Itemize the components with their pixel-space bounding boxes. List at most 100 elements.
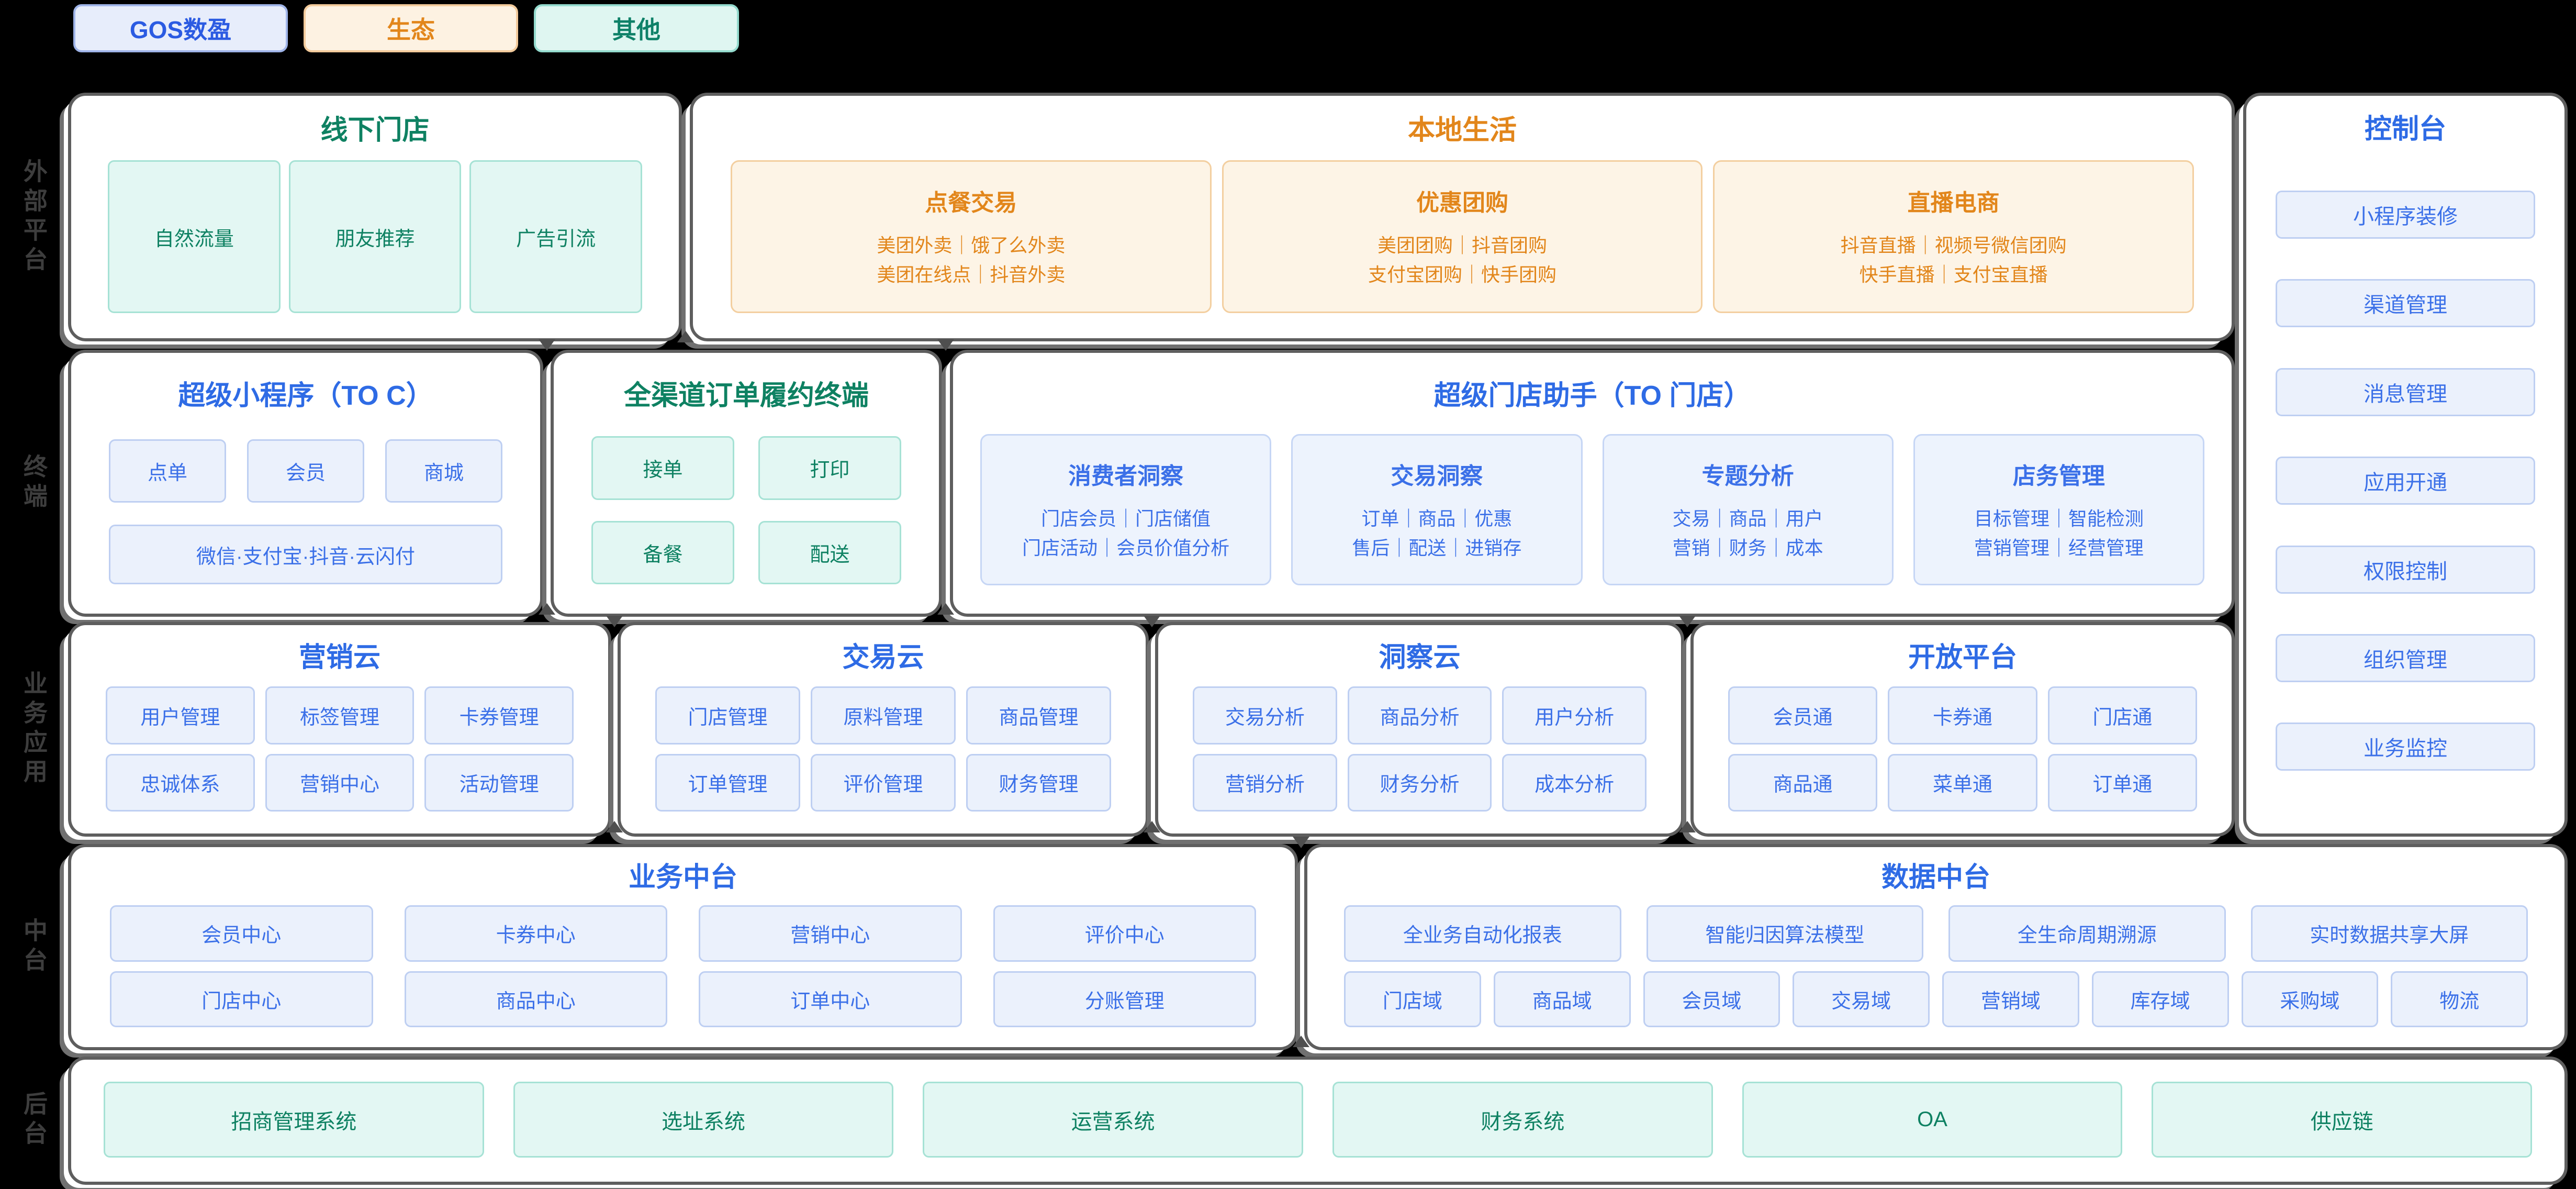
rail-label-middle-platform: 中台 (20, 918, 48, 976)
panel-line: 目标管理｜智能检测 (1974, 507, 2144, 529)
panel-title: 消费者洞察 (1068, 463, 1184, 489)
card-offline-store: 线下门店 自然流量 朋友推荐 广告引流 (68, 93, 682, 341)
console-title: 控制台 (2364, 114, 2446, 145)
panel-line: 美团团购｜抖音团购 (1377, 235, 1548, 257)
offline-store-title: 线下门店 (320, 115, 430, 146)
local-life-title: 本地生活 (1407, 115, 1517, 146)
card-local-life: 本地生活 点餐交易 美团外卖｜饿了么外卖 美团在线点｜抖音外卖 优惠团购 美团团… (690, 93, 2235, 341)
business-middle-item: 门店中心 (110, 971, 373, 1027)
panel-title: 专题分析 (1701, 463, 1794, 489)
marketing-cloud-item: 标签管理 (265, 686, 415, 744)
card-business-middle: 业务中台 会员中心 卡券中心 营销中心 评价中心 门店中心 商品中心 订单中心 … (68, 844, 1298, 1050)
data-middle-item: 智能归因算法模型 (1646, 905, 1923, 962)
business-middle-item: 商品中心 (404, 971, 667, 1027)
miniapp-item: 会员 (247, 439, 364, 503)
console-item: 渠道管理 (2276, 279, 2535, 328)
insight-cloud-item: 用户分析 (1502, 686, 1647, 744)
marketing-cloud-item: 忠诚体系 (106, 753, 255, 812)
business-middle-item: 卡券中心 (404, 905, 667, 962)
flow-arrow-up (1144, 821, 1160, 832)
backoffice-item: 供应链 (2152, 1082, 2533, 1158)
trade-cloud-item: 财务管理 (966, 753, 1111, 812)
card-marketing-cloud: 营销云 用户管理 标签管理 卡券管理 忠诚体系 营销中心 活动管理 (68, 622, 611, 837)
open-platform-item: 订单通 (2047, 753, 2197, 812)
console-item: 组织管理 (2276, 634, 2535, 682)
flow-arrow-up (677, 331, 694, 342)
data-domain-item: 物流 (2391, 971, 2528, 1027)
super-miniapp-title: 超级小程序（TO C） (178, 381, 433, 411)
panel-title: 优惠团购 (1416, 190, 1508, 216)
insight-cloud-item: 商品分析 (1347, 686, 1492, 744)
panel-line: 售后｜配送｜进销存 (1352, 537, 1522, 559)
trade-cloud-item: 订单管理 (655, 753, 800, 812)
marketing-cloud-title: 营销云 (298, 642, 380, 673)
card-data-middle: 数据中台 全业务自动化报表 智能归因算法模型 全生命周期溯源 实时数据共享大屏 … (1304, 844, 2568, 1050)
trade-cloud-item: 原料管理 (811, 686, 956, 744)
business-middle-item: 营销中心 (699, 905, 962, 962)
panel-line: 支付宝团购｜快手团购 (1368, 264, 1557, 286)
open-platform-item: 菜单通 (1888, 753, 2037, 812)
data-middle-item: 实时数据共享大屏 (2250, 905, 2528, 962)
local-life-panel-groupbuy: 优惠团购 美团团购｜抖音团购 支付宝团购｜快手团购 (1222, 160, 1703, 313)
open-platform-item: 卡券通 (1888, 686, 2037, 744)
miniapp-channels-item: 微信·支付宝·抖音·云闪付 (109, 525, 502, 584)
flow-arrow-up (937, 603, 954, 615)
panel-line: 抖音直播｜视频号微信团购 (1840, 235, 2067, 257)
backoffice-item: 选址系统 (513, 1082, 894, 1158)
marketing-cloud-item: 卡券管理 (424, 686, 574, 744)
flow-arrow-down (539, 339, 555, 351)
card-trade-cloud: 交易云 门店管理 原料管理 商品管理 订单管理 评价管理 财务管理 (618, 622, 1149, 837)
console-item: 小程序装修 (2276, 190, 2535, 239)
backoffice-item: OA (1742, 1082, 2123, 1158)
panel-line: 交易｜商品｜用户 (1672, 507, 1823, 529)
marketing-cloud-item: 用户管理 (106, 686, 255, 744)
data-middle-item: 全生命周期溯源 (1948, 905, 2226, 962)
open-platform-item: 会员通 (1728, 686, 1878, 744)
store-assistant-title: 超级门店助手（TO 门店） (1433, 381, 1751, 411)
business-middle-item: 评价中心 (993, 905, 1256, 962)
fulfillment-title: 全渠道订单履约终端 (623, 381, 869, 411)
offline-store-item: 自然流量 (108, 160, 281, 313)
local-life-panel-livestream: 直播电商 抖音直播｜视频号微信团购 快手直播｜支付宝直播 (1713, 160, 2194, 313)
offline-store-item: 朋友推荐 (288, 160, 462, 313)
panel-line: 营销管理｜经营管理 (1974, 537, 2144, 559)
panel-title: 交易洞察 (1391, 463, 1483, 489)
trade-cloud-item: 门店管理 (655, 686, 800, 744)
insight-cloud-item: 交易分析 (1193, 686, 1337, 744)
miniapp-item: 点单 (109, 439, 226, 503)
local-life-panel-dining: 点餐交易 美团外卖｜饿了么外卖 美团在线点｜抖音外卖 (731, 160, 1212, 313)
data-domain-item: 采购域 (2241, 971, 2379, 1027)
data-domain-item: 门店域 (1344, 971, 1481, 1027)
panel-line: 订单｜商品｜优惠 (1361, 507, 1513, 529)
panel-line: 美团外卖｜饿了么外卖 (877, 235, 1066, 257)
legend-chip-eco: 生态 (304, 4, 518, 52)
flow-arrow-down (1679, 616, 1696, 627)
panel-line: 门店活动｜会员价值分析 (1022, 537, 1230, 559)
backoffice-item: 运营系统 (923, 1082, 1304, 1158)
rail-label-business-app: 业务应用 (20, 671, 48, 788)
business-middle-title: 业务中台 (628, 862, 737, 893)
flow-arrow-down (937, 339, 954, 351)
trade-cloud-item: 商品管理 (966, 686, 1111, 744)
marketing-cloud-item: 营销中心 (265, 753, 415, 812)
flow-arrow-down (1293, 837, 1309, 848)
panel-title: 店务管理 (2012, 463, 2105, 489)
flow-arrow-up (539, 603, 555, 615)
data-domain-item: 库存域 (2091, 971, 2229, 1027)
backoffice-item: 财务系统 (1332, 1082, 1713, 1158)
insight-cloud-item: 成本分析 (1502, 753, 1647, 812)
card-insight-cloud: 洞察云 交易分析 商品分析 用户分析 营销分析 财务分析 成本分析 (1155, 622, 1684, 837)
card-backoffice: 招商管理系统 选址系统 运营系统 财务系统 OA 供应链 (68, 1057, 2568, 1185)
card-open-platform: 开放平台 会员通 卡券通 门店通 商品通 菜单通 订单通 (1690, 622, 2235, 837)
assistant-panel-store-ops: 店务管理 目标管理｜智能检测 营销管理｜经营管理 (1913, 434, 2204, 585)
open-platform-item: 门店通 (2047, 686, 2197, 744)
card-store-assistant: 超级门店助手（TO 门店） 消费者洞察 门店会员｜门店储值 门店活动｜会员价值分… (950, 350, 2235, 617)
panel-line: 营销｜财务｜成本 (1672, 537, 1823, 559)
console-item: 权限控制 (2276, 545, 2535, 594)
business-middle-item: 会员中心 (110, 905, 373, 962)
fulfillment-item: 备餐 (591, 520, 734, 584)
business-middle-item: 分账管理 (993, 971, 1256, 1027)
data-domain-item: 会员域 (1643, 971, 1780, 1027)
flow-arrow-up (1679, 821, 1696, 832)
fulfillment-item: 配送 (758, 520, 901, 584)
